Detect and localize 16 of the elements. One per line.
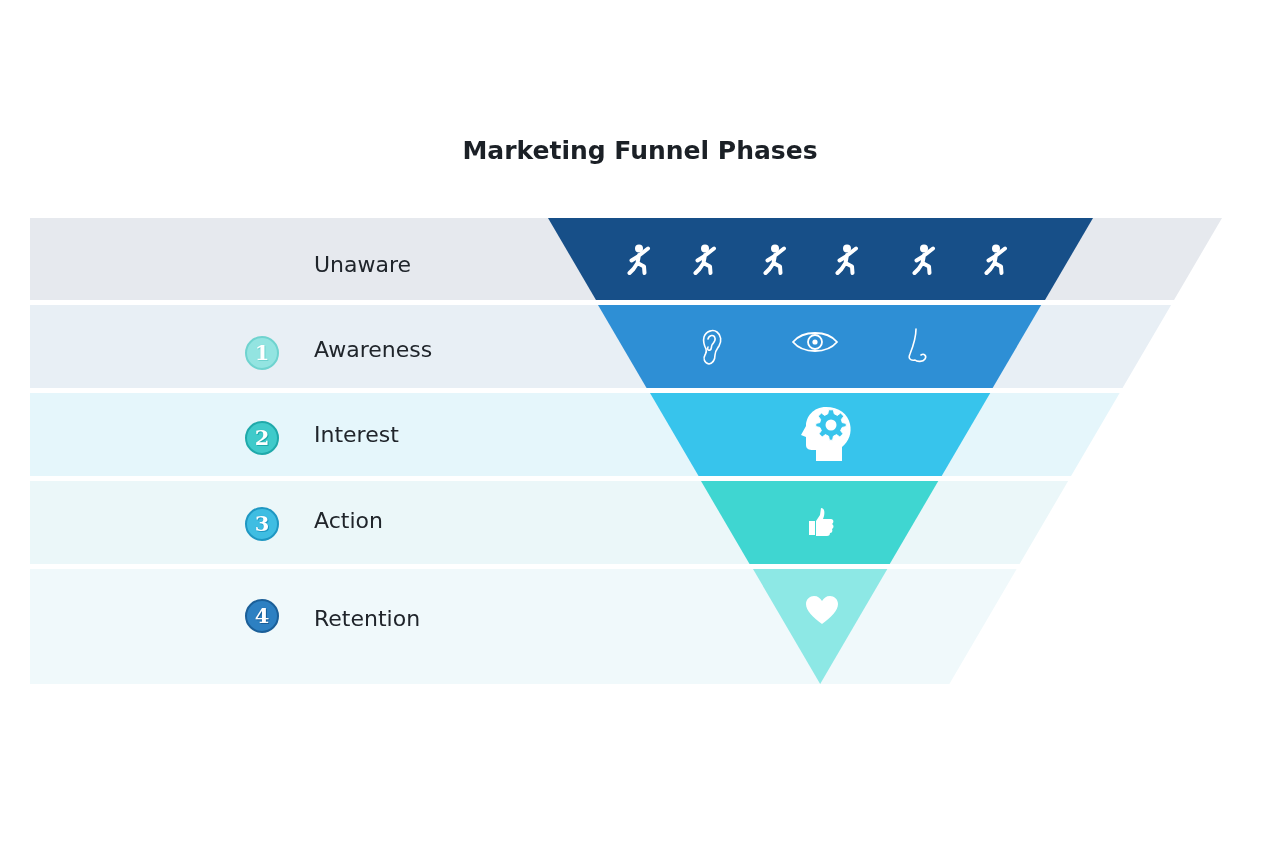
stage-label: Retention <box>314 606 421 632</box>
funnel-segment <box>547 218 1093 300</box>
funnel-segment <box>752 569 888 684</box>
stage-label: Interest <box>314 422 399 448</box>
stage-band <box>30 569 1017 684</box>
stage-label: Awareness <box>314 337 433 363</box>
funnel-segment <box>598 305 1042 388</box>
funnel-segment <box>701 481 939 564</box>
stage-band <box>30 481 1069 564</box>
stage-band <box>30 393 1120 476</box>
stage-label: Unaware <box>314 252 412 278</box>
stage-band <box>30 218 1222 300</box>
funnel-segment <box>649 393 991 476</box>
stage-label: Action <box>314 508 383 534</box>
diagram-title: Marketing Funnel Phases <box>462 136 818 165</box>
stage-band <box>30 305 1172 388</box>
